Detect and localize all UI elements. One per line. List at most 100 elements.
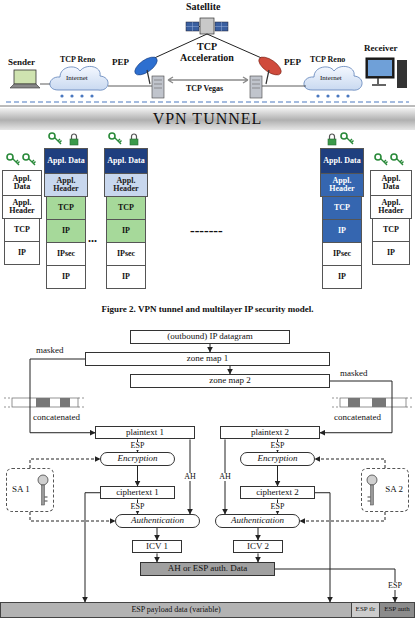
node-text: IPsec xyxy=(57,250,75,258)
protocol-layer: Appl. Data xyxy=(370,170,412,196)
ellipsis-mark: ------- xyxy=(190,224,223,239)
protocol-layer: TCP xyxy=(46,196,86,220)
flow-label: masked xyxy=(36,346,64,355)
node-text: Appl. Data xyxy=(323,157,360,165)
flow-arrow xyxy=(230,366,231,374)
node-text: zone map 2 xyxy=(209,376,250,385)
node-text: plaintext 2 xyxy=(251,428,289,437)
flow-arrow xyxy=(320,381,392,433)
data-box: ciphertext 2 xyxy=(240,486,315,499)
node-text: (outbound) IP datagram xyxy=(167,332,253,341)
node-text: ICV 1 xyxy=(146,542,168,551)
internet-cloud xyxy=(50,66,362,97)
protocol-label: TCP Reno xyxy=(60,56,95,64)
data-box: ICV 2 xyxy=(233,540,283,553)
ellipsis-mark: ... xyxy=(88,232,97,245)
protocol-layer: Appl. Header xyxy=(104,173,148,197)
node-text: IP xyxy=(122,227,130,235)
node-text: Appl. Header xyxy=(107,177,145,194)
packet-field: ESP payload data (variable) xyxy=(0,602,352,618)
node-text: Encryption xyxy=(258,454,298,463)
node-text: ESP payload data (variable) xyxy=(131,606,220,614)
flow-arrow xyxy=(137,466,138,486)
node-text: TCP xyxy=(14,226,30,234)
protocol-layer: Appl. Data xyxy=(44,148,88,174)
process-box: (outbound) IP datagram xyxy=(130,330,290,344)
node-text: ESP auth xyxy=(384,606,410,613)
data-box: ciphertext 1 xyxy=(100,486,175,499)
edge-label: ESP xyxy=(130,442,146,450)
flow-arrow xyxy=(315,493,330,602)
protocol-layer: TCP xyxy=(106,196,146,220)
flow-label: masked xyxy=(340,369,368,378)
node-text: Appl. Data xyxy=(373,175,409,192)
cloud-label: Internet xyxy=(66,75,88,82)
security-association: SA 1 xyxy=(6,468,54,512)
node-text: Appl. Header xyxy=(5,199,39,216)
node-text: plaintext 1 xyxy=(126,428,164,437)
process-rounded: Authentication xyxy=(115,514,200,528)
protocol-layer: IP xyxy=(4,241,40,265)
tunnel-line xyxy=(6,101,409,102)
key-link xyxy=(300,512,385,521)
node-text: Appl. Data xyxy=(47,157,84,165)
flow-arrow xyxy=(157,553,158,562)
edge-label: AH xyxy=(218,473,232,481)
process-rounded: Encryption xyxy=(240,452,315,466)
edge-label: AH xyxy=(183,473,197,481)
process-rounded: Encryption xyxy=(100,452,175,466)
node-text: ICV 2 xyxy=(247,542,269,551)
masked-strip xyxy=(4,398,412,407)
satellite-icon xyxy=(186,18,228,34)
protocol-layer: IP xyxy=(46,219,86,243)
data-box: plaintext 1 xyxy=(95,426,195,439)
node-text: IPsec xyxy=(117,250,135,258)
protocol-layer: IP xyxy=(322,265,362,289)
node-text: ESP tlr xyxy=(356,606,376,613)
tcp-arrow xyxy=(168,77,248,83)
packet-field: ESP auth xyxy=(379,602,415,618)
protocol-label: TCP Acceleration xyxy=(172,42,242,63)
node-text: IP xyxy=(338,227,346,235)
link-line xyxy=(40,84,306,86)
flow-arrow xyxy=(277,466,278,486)
node-text: Authentication xyxy=(231,516,284,525)
key-link xyxy=(315,459,385,468)
protocol-layer: Appl. Data xyxy=(320,148,364,174)
node-text: Appl. Header xyxy=(373,199,409,216)
figure-label: PEP xyxy=(112,58,129,67)
node-text: Encryption xyxy=(118,454,158,463)
protocol-label: TCP Reno xyxy=(310,56,345,64)
edge-label: ESP xyxy=(387,582,403,590)
figure-label: PEP xyxy=(284,58,301,67)
node-text: IP xyxy=(387,249,395,257)
node-text: SA 2 xyxy=(385,485,403,494)
protocol-layer: Appl. Header xyxy=(320,173,364,197)
tunnel-edge xyxy=(0,106,415,107)
protocol-layer: IPsec xyxy=(106,242,146,266)
data-box: AH or ESP auth. Data xyxy=(140,562,275,576)
laptop-icon xyxy=(10,70,40,88)
figure-label: Receiver xyxy=(364,44,397,53)
node-text: SA 1 xyxy=(12,485,30,494)
protocol-layer: TCP xyxy=(4,218,40,242)
flow-arrow xyxy=(258,553,259,562)
data-box: plaintext 2 xyxy=(220,426,320,439)
node-text: TCP xyxy=(383,226,399,234)
figure-label: Sender xyxy=(8,58,35,67)
flow-arrow xyxy=(157,528,158,540)
node-text: zone map 1 xyxy=(187,354,228,363)
key-link xyxy=(30,512,115,521)
key-link xyxy=(30,459,100,468)
node-text: IP xyxy=(122,273,130,281)
protocol-label: TCP Vegas xyxy=(186,85,223,93)
node-text: IP xyxy=(62,227,70,235)
figure-label: Satellite xyxy=(186,2,220,13)
protocol-layer: IP xyxy=(46,265,86,289)
computer-icon xyxy=(366,58,407,88)
flow-arrow xyxy=(275,569,395,602)
node-text: TCP xyxy=(118,204,134,212)
node-text: TCP xyxy=(58,204,74,212)
flow-arrow xyxy=(85,493,100,602)
protocol-layer: IP xyxy=(106,219,146,243)
